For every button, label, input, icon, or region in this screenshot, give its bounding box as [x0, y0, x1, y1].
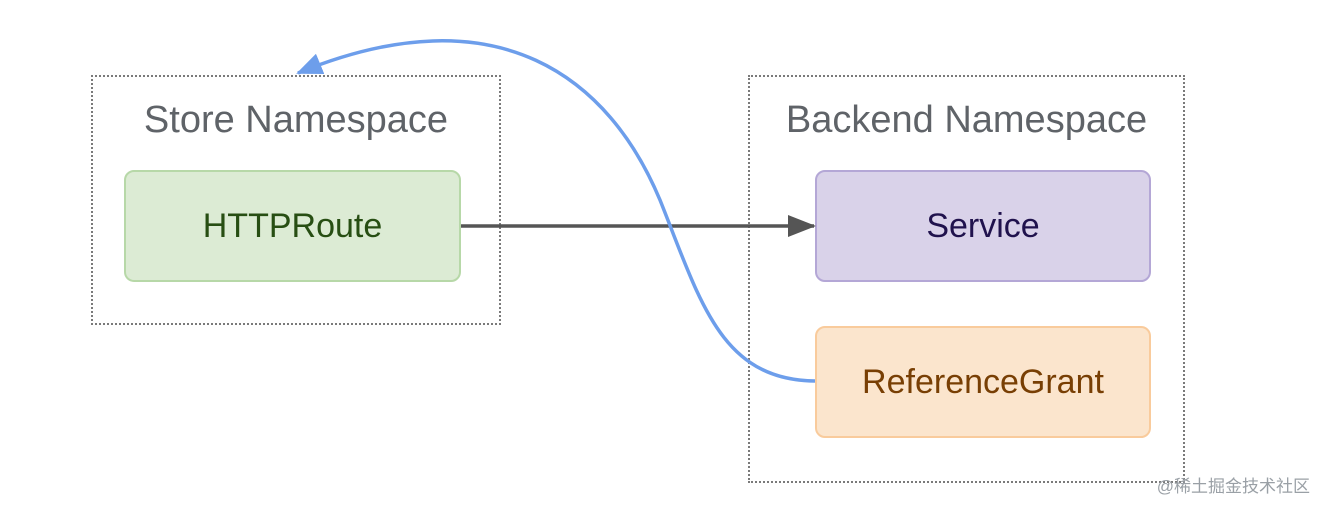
- referencegrant-node: ReferenceGrant: [815, 326, 1151, 438]
- httproute-node: HTTPRoute: [124, 170, 461, 282]
- store-namespace-title: Store Namespace: [143, 99, 449, 141]
- referencegrant-label: ReferenceGrant: [862, 362, 1104, 401]
- service-label: Service: [926, 206, 1040, 245]
- service-node: Service: [815, 170, 1151, 282]
- httproute-label: HTTPRoute: [202, 206, 383, 245]
- watermark-text: @稀土掘金技术社区: [1156, 477, 1310, 496]
- backend-namespace-title: Backend Namespace: [785, 99, 1148, 141]
